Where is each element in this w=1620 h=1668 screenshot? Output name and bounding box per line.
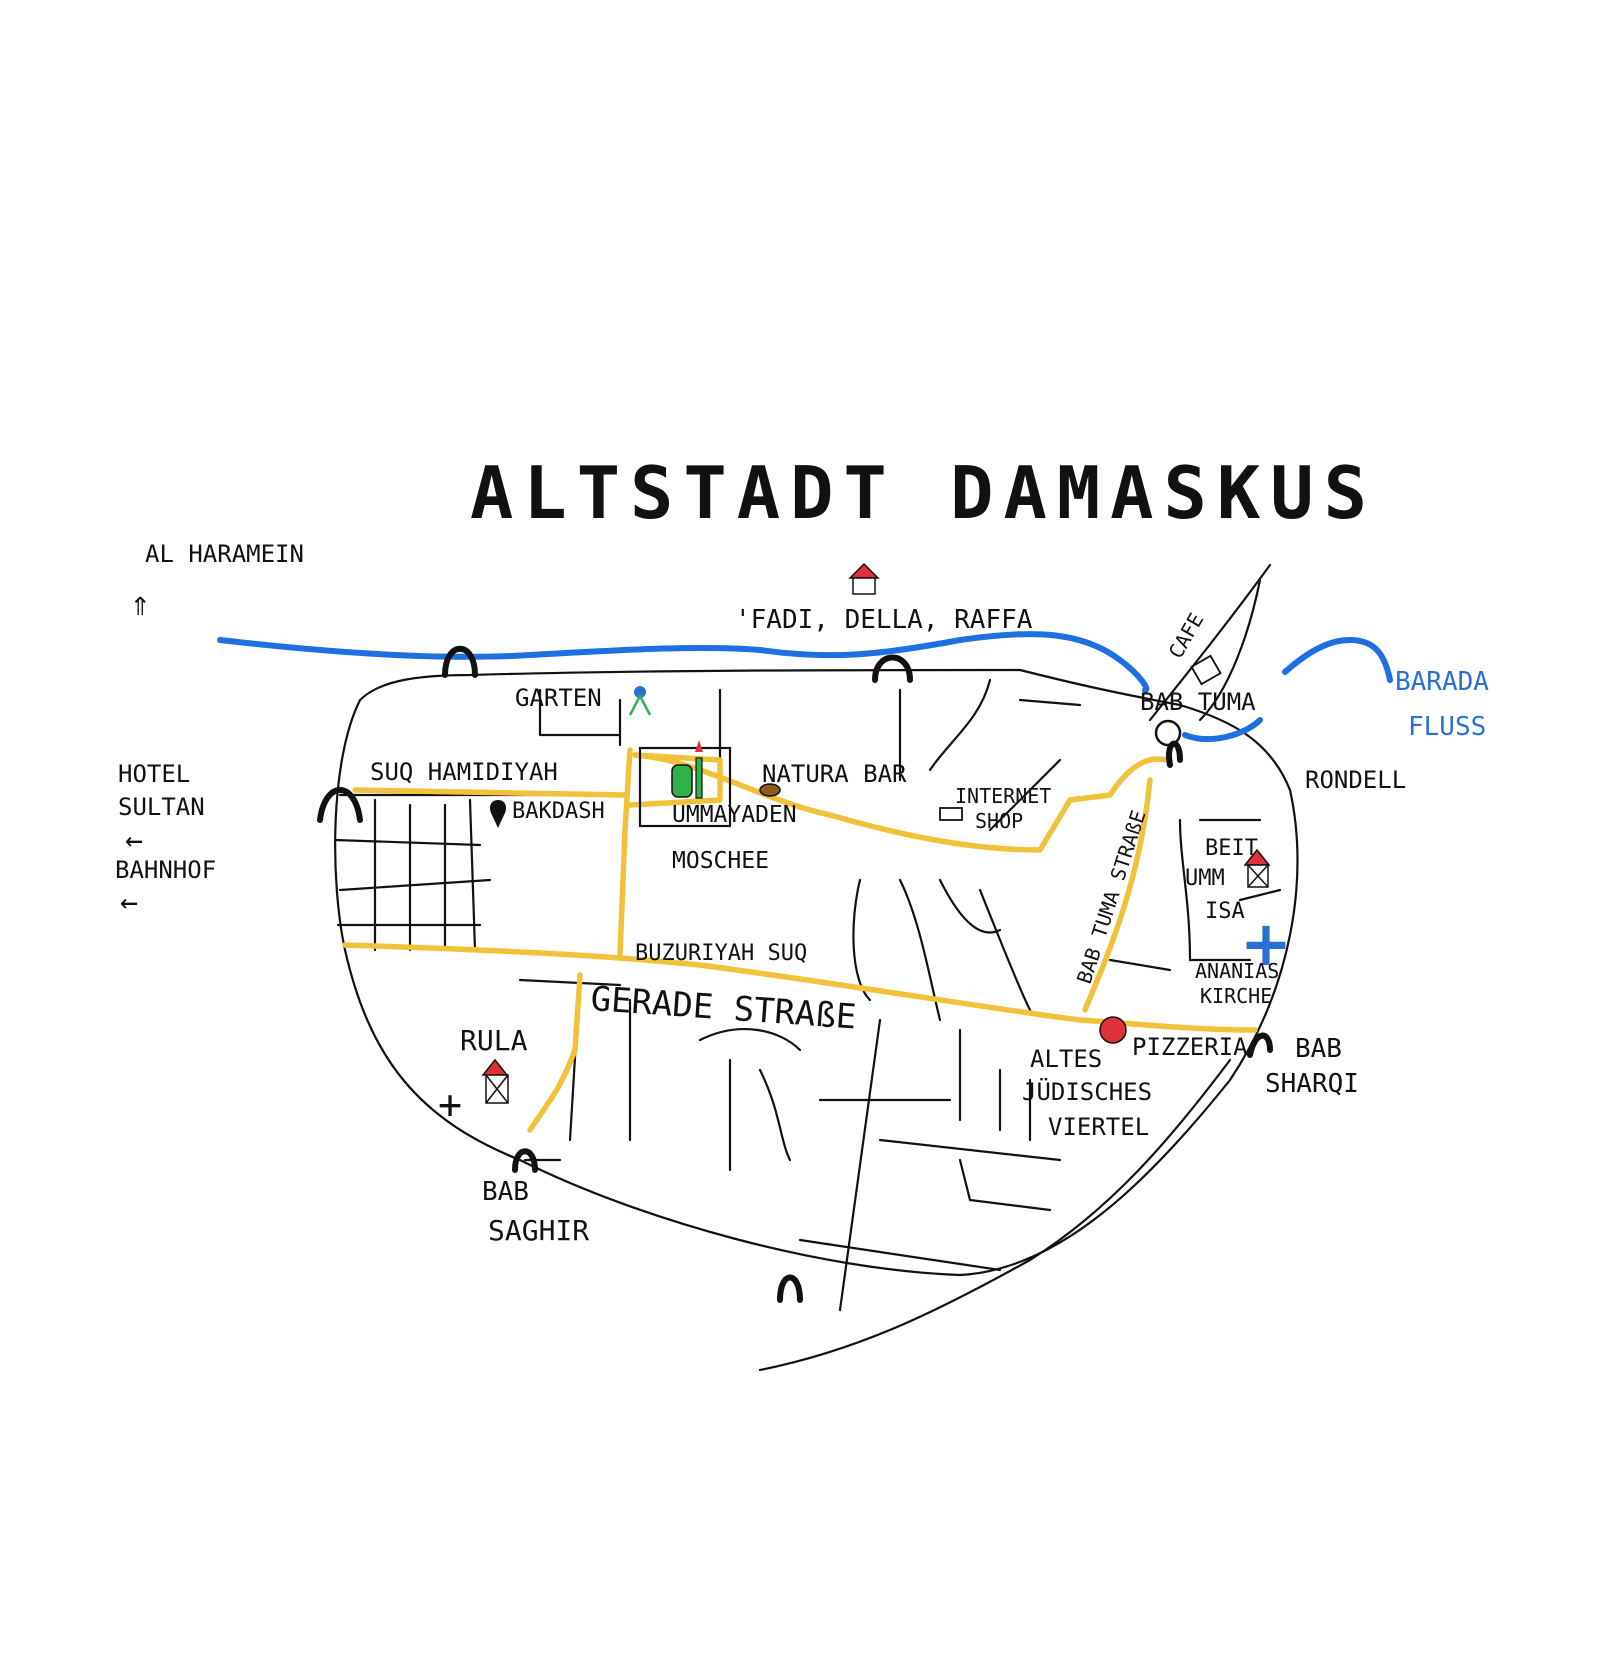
label-barada: BARADA — [1395, 667, 1489, 697]
label-suq-hamidiyah: SUQ HAMIDIYAH — [370, 758, 558, 786]
small-cross-icon: + — [438, 1082, 462, 1128]
house-icon-rula — [481, 1058, 509, 1104]
arrow-left-icon-hotel: ← — [125, 823, 143, 858]
label-pizzeria: PIZZERIA — [1132, 1033, 1248, 1061]
label-rula: RULA — [460, 1024, 528, 1057]
label-bab-saghir-1: BAB — [482, 1177, 529, 1207]
label-buzuriyah: BUZURIYAH SUQ — [635, 941, 807, 966]
label-altes: ALTES — [1030, 1045, 1102, 1073]
label-bab-sharqi-2: SHARQI — [1265, 1069, 1359, 1099]
label-garten: GARTEN — [515, 684, 602, 712]
label-rondell: RONDELL — [1305, 766, 1406, 794]
label-ananias: ANANIAS — [1195, 959, 1279, 983]
label-al-haramein: AL HARAMEIN — [145, 540, 304, 568]
pizza-icon — [1099, 1016, 1127, 1044]
mosque-icon — [671, 740, 703, 799]
souk-grid — [333, 793, 622, 952]
label-beit: BEIT — [1205, 836, 1258, 861]
label-fadi: 'FADI, DELLA, RAFFA — [735, 605, 1033, 635]
river-barada — [217, 631, 1150, 693]
label-shop: SHOP — [975, 809, 1023, 833]
rondell-circle — [1154, 719, 1182, 747]
road-north-2 — [1198, 578, 1262, 722]
label-umm: UMM — [1185, 866, 1225, 891]
river-barada-loop — [1282, 637, 1393, 683]
label-juedisches: JÜDISCHES — [1022, 1077, 1152, 1106]
cafe-icon — [1190, 654, 1222, 686]
arrow-left-icon-bahnhof: ← — [120, 885, 138, 920]
city-gates — [317, 645, 1273, 1303]
internet-shop-icon — [939, 807, 963, 821]
main-roads — [342, 747, 1258, 1133]
house-icon-beit-umm-isa — [1243, 848, 1271, 888]
label-hotel: HOTEL — [118, 760, 190, 788]
label-kirche: KIRCHE — [1200, 984, 1272, 1008]
bar-cup-icon — [759, 783, 781, 797]
label-bab-tuma: BAB TUMA — [1140, 688, 1256, 716]
map-title: ALTSTADT DAMASKUS — [470, 451, 1377, 535]
outer-curve — [758, 1058, 1232, 1372]
house-icon-fadi — [848, 562, 880, 595]
mosque-block — [638, 746, 732, 828]
label-bahnhof: BAHNHOF — [115, 856, 216, 884]
label-bab-saghir-2: SAGHIR — [488, 1214, 589, 1247]
label-fluss: FLUSS — [1408, 712, 1486, 742]
river-barada-east — [1182, 717, 1263, 743]
label-isa: ISA — [1205, 899, 1245, 924]
label-sultan: SULTAN — [118, 793, 205, 821]
label-bab-sharqi-1: BAB — [1295, 1034, 1342, 1064]
label-moschee: MOSCHEE — [672, 848, 769, 874]
road-north — [1148, 563, 1272, 722]
label-ummayaden: UMMAYADEN — [672, 802, 797, 828]
label-bakdash: BAKDASH — [512, 799, 605, 824]
garden-icon — [628, 686, 652, 716]
old-town-outline — [334, 668, 1299, 1277]
bakdash-pin-icon — [490, 800, 506, 828]
cross-icon: + — [1240, 907, 1292, 980]
label-internet: INTERNET — [955, 784, 1051, 808]
label-natura-bar: NATURA BAR — [762, 760, 907, 788]
arrow-up-icon: ⇑ — [130, 584, 150, 624]
label-viertel: VIERTEL — [1048, 1113, 1149, 1141]
